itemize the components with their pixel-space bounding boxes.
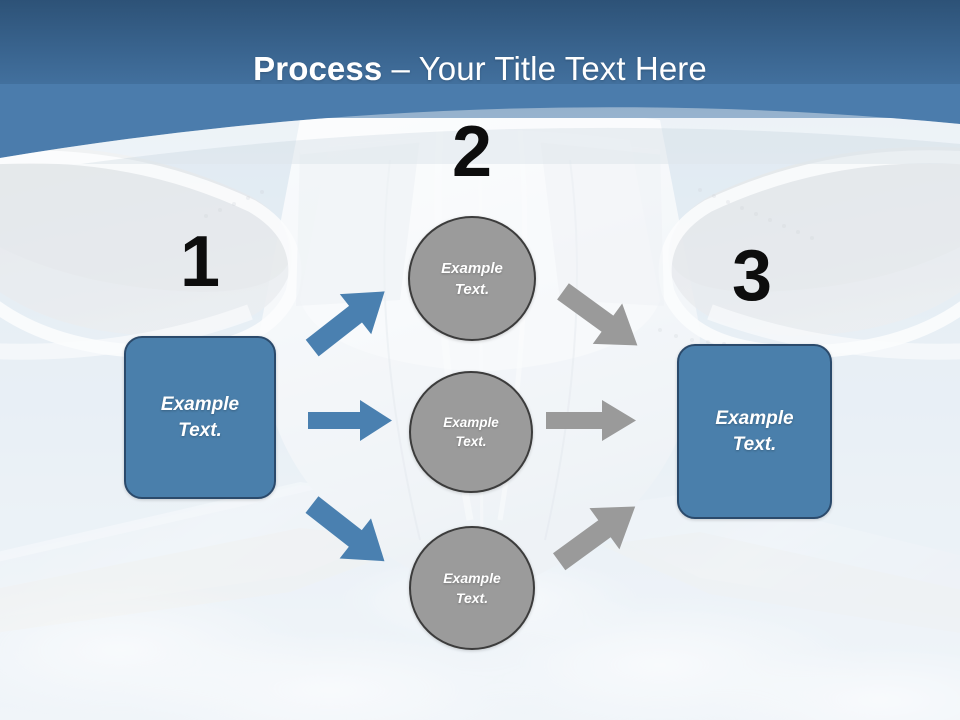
process-circle-top-label: Example Text. [441,258,503,300]
process-circle-middle-line2: Text. [455,434,487,449]
process-end-box[interactable]: Example Text. [677,344,832,519]
process-start-box-line2: Text. [178,419,222,441]
process-circle-bottom-line2: Text. [455,590,489,606]
process-circle-top-line1: Example [441,259,503,277]
process-end-box-line2: Text. [732,433,777,455]
process-end-box-label: Example Text. [715,406,793,458]
process-circle-bottom-line1: Example [443,570,501,586]
arrow-gray-up-right-icon [548,497,648,571]
process-circle-middle[interactable]: Example Text. [409,371,533,493]
process-circle-bottom[interactable]: Example Text. [409,526,535,650]
process-circle-middle-label: Example Text. [443,413,499,451]
header-swoosh-decoration [0,84,960,164]
arrow-blue-right-icon [308,398,394,443]
step-number-1: 1 [179,222,221,302]
process-circle-bottom-label: Example Text. [443,568,501,608]
step-number-2: 2 [451,112,493,192]
process-start-box[interactable]: Example Text. [124,336,276,499]
page-title-rest: – Your Title Text Here [382,50,707,87]
page-title: Process – Your Title Text Here [0,49,960,89]
process-start-box-label: Example Text. [161,392,239,444]
arrow-blue-up-right-icon [302,281,398,357]
process-start-box-line1: Example [160,393,240,415]
process-circle-middle-line1: Example [443,415,499,430]
page-title-bold: Process [253,50,383,87]
process-circle-top-line2: Text. [454,280,490,298]
arrow-gray-right-icon [546,398,638,443]
process-end-box-line1: Example [715,407,794,429]
process-circle-top[interactable]: Example Text. [408,216,536,341]
arrow-blue-down-right-icon [300,496,398,570]
arrow-gray-down-right-icon [552,283,650,355]
step-number-3: 3 [731,236,773,316]
